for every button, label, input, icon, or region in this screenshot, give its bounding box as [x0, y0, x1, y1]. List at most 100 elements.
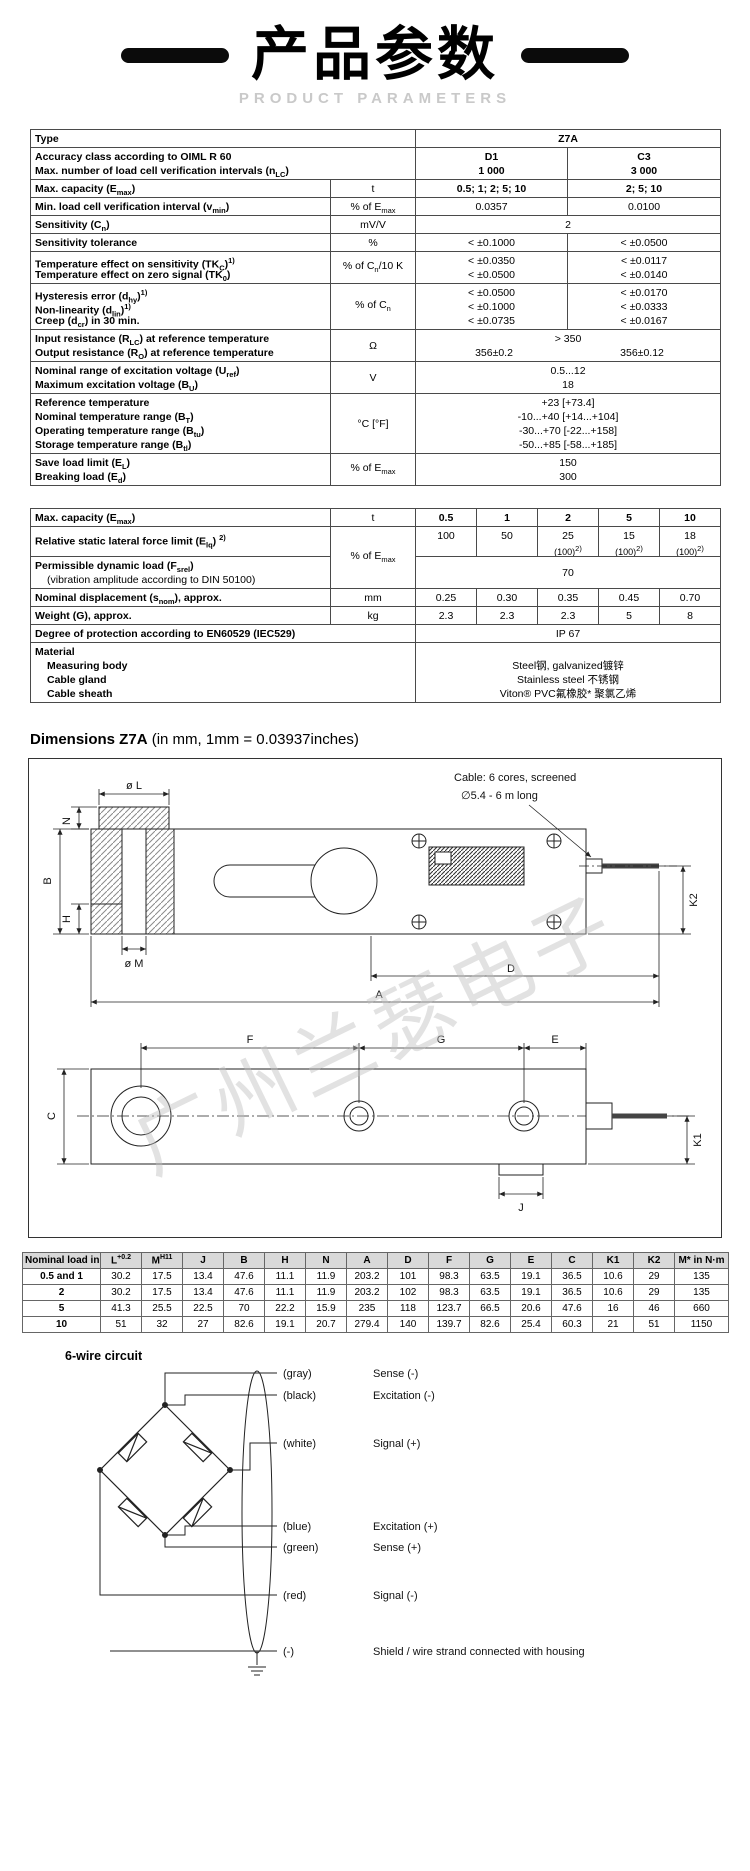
resistance-unit: Ω [369, 339, 377, 352]
circuit-heading: 6-wire circuit [65, 1349, 143, 1363]
tk0-d1: < ±0.0500 [468, 268, 515, 281]
lateral-s2: (100)2) [554, 543, 582, 557]
intervals-c3: 3 000 [630, 164, 658, 177]
dims-header: L+0.2 [100, 1252, 142, 1269]
max-capacity-unit: t [371, 182, 375, 195]
row-type: Type Z7A [29, 129, 722, 148]
disp-v4: 0.70 [679, 591, 701, 604]
dims-cell: 27 [182, 1316, 224, 1333]
dims-cell: 25.4 [510, 1316, 552, 1333]
dims-cell: 82.6 [469, 1316, 511, 1333]
dims-cell: 19.1 [510, 1268, 552, 1285]
dims-cell: 19.1 [264, 1316, 306, 1333]
creep-label: Creep (dcr) in 30 min. [35, 314, 140, 329]
dims-cell: 139.7 [428, 1316, 470, 1333]
dims-header: F [428, 1252, 470, 1269]
nonlinearity-d1: < ±0.1000 [468, 300, 515, 313]
dims-cell: 47.6 [223, 1268, 265, 1285]
dims-header: B [223, 1252, 265, 1269]
cable-sheath-label: Cable sheath [47, 687, 113, 700]
weight-v0: 2.3 [438, 609, 454, 622]
disp-v1: 0.30 [496, 591, 518, 604]
dims-header: K2 [633, 1252, 675, 1269]
row-temperature-effects: Temperature effect on sensitivity (TKC)1… [30, 251, 722, 284]
tk-zero-label: Temperature effect on zero signal (TK0) [35, 268, 231, 283]
max-excitation-label: Maximum excitation voltage (BU) [35, 378, 198, 393]
dims-cell: 36.5 [551, 1268, 593, 1285]
excitation-range-label: Nominal range of excitation voltage (Ure… [35, 364, 240, 379]
dims-cell: 102 [387, 1284, 429, 1301]
top-view [77, 1068, 689, 1176]
row-weight: Weight (G), approx. kg 2.3 2.3 2.3 5 8 [30, 606, 721, 625]
sens-tolerance-c3: < ±0.0500 [620, 236, 668, 249]
row-sensitivity: Sensitivity (Cn) mV/V 2 [30, 215, 722, 234]
dims-cell: 22.5 [182, 1300, 224, 1317]
dims-cell: 135 [674, 1284, 729, 1301]
row-protection: Degree of protection according to EN6052… [30, 624, 721, 643]
ref-temperature-value: +23 [+73.4] [541, 396, 595, 409]
dims-cell: 22.2 [264, 1300, 306, 1317]
cable-cross-section [241, 1370, 273, 1654]
wire-color-gray: (gray) [283, 1368, 312, 1380]
screw-icon [546, 833, 562, 849]
dims-cell: 98.3 [428, 1284, 470, 1301]
disp-v0: 0.25 [435, 591, 457, 604]
dims-cell: 11.9 [305, 1268, 347, 1285]
wire-signal-white: Signal (+) [373, 1438, 420, 1450]
wire-labels: (gray) Sense (-) (black) Excitation (-) … [283, 1368, 585, 1658]
dynamic-load-sublabel: (vibration amplitude according to DIN 50… [47, 573, 256, 586]
breaking-load-label: Breaking load (Ed) [35, 470, 126, 485]
max-capacity-label: Max. capacity (Emax) [35, 182, 136, 197]
bridge-icon [96, 1401, 234, 1539]
input-resistance-value: > 350 [554, 332, 582, 345]
lateral-force-label: Relative static lateral force limit (Elq… [35, 533, 226, 550]
dims-cell: 660 [674, 1300, 729, 1317]
temperature-unit: °C [°F] [357, 417, 389, 430]
disp-v2: 0.35 [557, 591, 579, 604]
dims-cell: 25.5 [141, 1300, 183, 1317]
ground-icon [248, 1651, 266, 1676]
wire-signal-green: Sense (+) [373, 1542, 421, 1554]
dims-cell: 279.4 [346, 1316, 388, 1333]
disp-v3: 0.45 [618, 591, 640, 604]
dims-cell: 11.1 [264, 1268, 306, 1285]
cable-gland-label: Cable gland [47, 673, 107, 686]
wire-color-green: (green) [283, 1542, 318, 1554]
circuit-section: (gray) Sense (-) (black) Excitation (-) … [35, 1365, 750, 1700]
measuring-body-label: Measuring body [47, 659, 128, 672]
dims-cell: 20.6 [510, 1300, 552, 1317]
screw-icon [546, 914, 562, 930]
dims-cell: 29 [633, 1268, 675, 1285]
accuracy-d1: D1 [484, 150, 499, 163]
dims-header: D [387, 1252, 429, 1269]
row-temperatures: Reference temperature Nominal temperatur… [30, 393, 722, 454]
row-material: Material Measuring body Cable gland Cabl… [30, 642, 721, 703]
material-label: Material [35, 645, 75, 658]
dims-cell: 63.5 [469, 1268, 511, 1285]
row-capacities: Max. capacity (Emax) t 0.5 1 2 5 10 [30, 508, 721, 527]
dimension-drawing: ø L N B H ø M D A K2 Cable: 6 cores, scr… [42, 772, 704, 1214]
operating-temp-range-value: -30...+70 [-22...+158] [518, 424, 618, 437]
output-resistance-label: Output resistance (RO) at reference temp… [35, 346, 274, 361]
storage-temp-range-value: -50...+85 [-58...+185] [518, 438, 618, 451]
dims-header: Nominal load in t [22, 1252, 101, 1269]
dims-cell: 140 [387, 1316, 429, 1333]
wire-color-white: (white) [283, 1438, 316, 1450]
dimensions-heading-bold: Dimensions Z7A [30, 731, 148, 748]
capacity-2: 2 [565, 511, 571, 524]
dims-cell: 10.6 [592, 1268, 634, 1285]
lateral-force-unit: % of Emax [350, 550, 396, 565]
dims-cell: 5 [22, 1300, 101, 1317]
dims-header: H [264, 1252, 306, 1269]
lateral-s3: (100)2) [615, 543, 643, 557]
sensitivity-value: 2 [565, 218, 571, 231]
voltage-unit: V [369, 371, 377, 384]
wire-signal-shield: Shield / wire strand connected with hous… [373, 1646, 585, 1658]
header-right-bar [521, 47, 629, 63]
dc-unit: % of Cn [355, 299, 391, 314]
max-capacity-c3: 2; 5; 10 [625, 182, 663, 195]
wire-color-shield: (-) [283, 1646, 294, 1658]
weight-unit: kg [367, 609, 379, 622]
